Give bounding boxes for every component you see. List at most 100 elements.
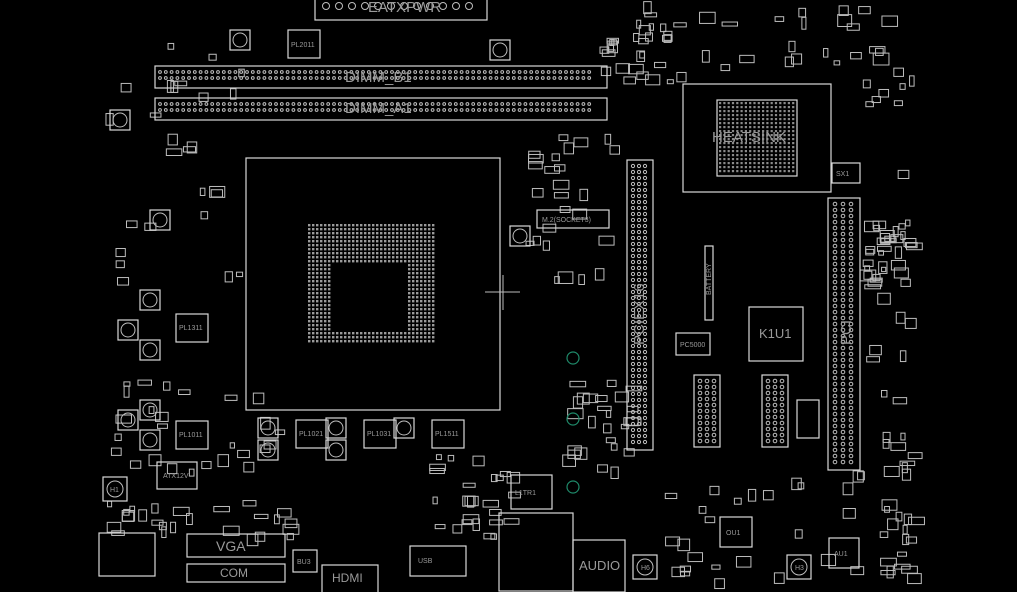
cpu-pad (404, 340, 407, 343)
dimm-pin (372, 108, 377, 112)
vga-connector[interactable] (186, 533, 286, 558)
battery-holder[interactable] (704, 245, 714, 321)
audio-connector[interactable] (572, 539, 626, 592)
pcie-pin (636, 337, 642, 343)
cpu-socket[interactable] (245, 157, 501, 411)
cpu-pad (312, 240, 315, 243)
cpu-pad (400, 232, 403, 235)
atx12v-connector[interactable] (156, 461, 198, 490)
pci-pin (848, 363, 854, 369)
dimm-pin (314, 102, 319, 106)
smd-component (893, 267, 909, 279)
cpu-pad (340, 260, 343, 263)
hdmi-connector[interactable] (321, 564, 379, 592)
bga-ball (736, 142, 739, 145)
pcie-pin (636, 229, 642, 235)
pci-pin (832, 267, 838, 273)
dimm-pin (349, 102, 354, 106)
smd-component (801, 16, 807, 30)
header-1[interactable] (693, 374, 721, 448)
eatxpwr-connector[interactable] (314, 0, 488, 21)
capacitor (139, 429, 161, 451)
pl1021-inductor[interactable] (295, 419, 329, 449)
chipset-outline[interactable] (682, 83, 832, 193)
dimm-pin (285, 70, 290, 74)
cpu-pad (412, 300, 415, 303)
cpu-pad (372, 224, 375, 227)
bga-ball (749, 170, 752, 173)
dimm-pin (535, 108, 539, 112)
pcie-pin (642, 307, 648, 313)
bu3-chip[interactable] (292, 549, 318, 573)
bga-ball (770, 150, 773, 153)
bga-ball (731, 118, 735, 121)
m2-socket[interactable] (536, 209, 610, 229)
smd-component (607, 44, 615, 52)
smd-component (904, 241, 918, 249)
cpu-pad (404, 228, 407, 231)
dimm-pin (187, 102, 191, 106)
com-header[interactable] (186, 563, 286, 583)
cpu-pad (324, 332, 327, 335)
smd-component (709, 485, 720, 496)
smd-component (597, 405, 612, 411)
smd-component (200, 211, 209, 220)
cpu-pad (412, 232, 415, 235)
l1tr1-transformer[interactable] (510, 474, 553, 510)
pl1031-inductor[interactable] (363, 419, 397, 449)
dimm-pin (169, 76, 174, 80)
cpu-pad (308, 256, 311, 259)
cpu-pad (340, 340, 343, 343)
smd-component (893, 67, 904, 77)
capacitor (509, 225, 531, 247)
dimm-pin (517, 108, 522, 112)
chipset-bga (716, 99, 798, 177)
dimm-pin (268, 108, 273, 112)
dimm-a1-slot[interactable] (154, 97, 608, 121)
usb-ps2-connector[interactable] (98, 532, 156, 577)
dimm-pin (540, 102, 545, 106)
smd-component (903, 513, 913, 526)
dimm-pin (210, 102, 215, 106)
pci-pin (840, 399, 846, 405)
header-pin (772, 384, 778, 390)
k1u1-chip[interactable] (748, 306, 804, 362)
dimm-pin (366, 70, 371, 74)
cpu-pad (392, 332, 395, 335)
pl1011-inductor[interactable] (175, 420, 209, 450)
bga-ball (731, 114, 735, 117)
cpu-pad (308, 264, 311, 267)
pc5000-component[interactable] (675, 332, 711, 356)
cpu-pad (396, 232, 399, 235)
pcie-pin (636, 427, 642, 433)
cpu-pad (412, 224, 415, 227)
pl1511-inductor[interactable] (431, 419, 465, 449)
cpu-pad (312, 260, 315, 263)
pcie-pin (642, 427, 648, 433)
smd-component (217, 454, 230, 468)
smd-component (605, 437, 616, 444)
pci-slot[interactable] (827, 197, 861, 471)
h1-mounting-hole (102, 476, 128, 502)
pl2011-inductor[interactable] (287, 29, 321, 59)
cpu-pad (324, 288, 327, 291)
cpu-pad (324, 280, 327, 283)
dimm-pin (314, 76, 319, 80)
dimm-pin (390, 108, 394, 112)
ou1-chip[interactable] (719, 516, 753, 548)
au1-chip[interactable] (828, 537, 860, 569)
smd-component (284, 518, 298, 529)
header-2[interactable] (761, 374, 789, 448)
bga-ball (787, 114, 790, 117)
cpu-pad (372, 256, 375, 259)
usb-connector[interactable] (409, 545, 467, 577)
smd-component (869, 344, 882, 356)
smd-component (654, 61, 667, 69)
pciex16-slot[interactable] (626, 159, 654, 451)
cpu-pad (420, 268, 423, 271)
sx1-component[interactable] (831, 162, 861, 184)
dimm-b1-slot[interactable] (154, 65, 608, 89)
pl1311-inductor[interactable] (175, 313, 209, 343)
header-pin (697, 396, 703, 402)
